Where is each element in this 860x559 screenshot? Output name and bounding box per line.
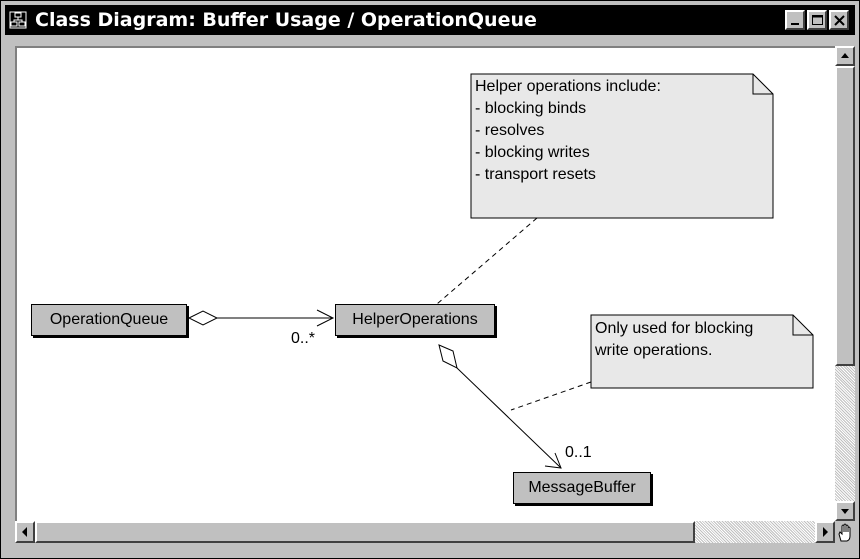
window-title: Class Diagram: Buffer Usage / OperationQ… [35,9,537,31]
vertical-scroll-thumb[interactable] [835,66,855,366]
scroll-right-button[interactable] [815,521,835,543]
minimize-icon [791,23,799,25]
note-line: Only used for blocking [595,320,754,337]
diagram-connectors [187,73,814,469]
arrow-left-icon [22,527,27,537]
buffer-note-shape [590,314,814,389]
note-line: - transport resets [475,166,596,183]
aggregation-queue-helpers [187,309,335,327]
note-helper-operations[interactable]: Helper operations include: - blocking bi… [475,76,661,186]
note-anchor-buffer [510,381,592,411]
maximize-button[interactable] [807,10,827,30]
arrow-right-icon [823,527,828,537]
note-message-buffer[interactable]: Only used for blocking write operations. [595,318,753,362]
scroll-down-button[interactable] [835,501,855,521]
note-line: - resolves [475,122,545,139]
class-operation-queue[interactable]: OperationQueue [31,304,187,336]
note-anchor-helpers [436,217,538,305]
multiplicity-buffer-end: 0..1 [565,444,592,461]
horizontal-scrollbar[interactable] [15,521,835,543]
arrow-up-icon [841,53,849,58]
horizontal-scroll-thumb[interactable] [35,521,695,543]
title-bar[interactable]: Class Diagram: Buffer Usage / OperationQ… [5,5,855,35]
close-icon [834,15,845,26]
class-message-buffer[interactable]: MessageBuffer [513,472,651,504]
helper-note-shape [470,73,774,219]
hand-icon [838,523,851,542]
vertical-scrollbar[interactable] [835,46,855,521]
class-name: MessageBuffer [528,479,636,496]
scroll-left-button[interactable] [15,521,35,543]
class-name: HelperOperations [352,311,478,328]
aggregation-helpers-buffer [438,344,562,469]
note-line: write operations. [595,342,713,359]
note-line: - blocking writes [475,144,590,161]
arrow-down-icon [841,509,849,514]
note-line: Helper operations include: [475,78,661,95]
maximize-icon [812,15,823,25]
close-button[interactable] [829,10,849,30]
scroll-corner[interactable] [835,521,855,543]
class-name: OperationQueue [49,311,169,328]
note-line: - blocking binds [475,100,587,117]
minimize-button[interactable] [785,10,805,30]
scroll-up-button[interactable] [835,46,855,66]
class-diagram-icon [9,11,27,29]
multiplicity-helper-end: 0..* [291,330,316,347]
diagram-canvas[interactable]: OperationQueue HelperOperations MessageB… [15,46,835,521]
class-helper-operations[interactable]: HelperOperations [335,304,495,336]
